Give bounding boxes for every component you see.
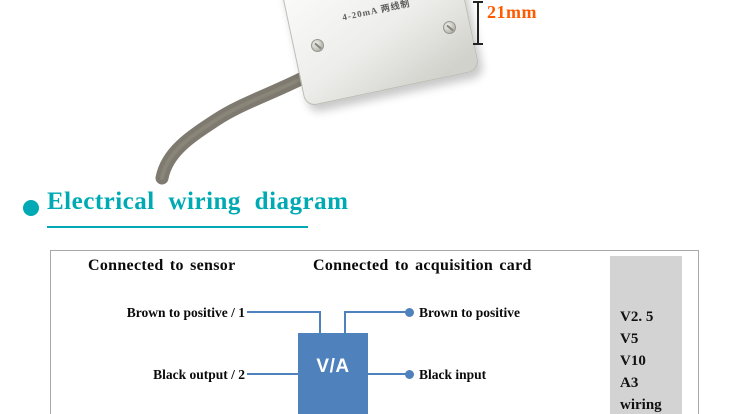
terminal-dot-brown — [405, 308, 414, 317]
screw-icon — [443, 21, 456, 34]
dimension-line — [477, 1, 479, 45]
panel-line: A3 — [620, 375, 639, 391]
wire-stub-right — [344, 311, 346, 335]
wire-brown-acquisition — [346, 311, 408, 313]
dimension-label: 21mm — [487, 2, 537, 22]
section-underline — [47, 226, 308, 228]
brown-sensor-label: Brown to positive / 1 — [126, 305, 245, 320]
wire-stub-left — [319, 311, 321, 335]
wire-black-acquisition — [367, 373, 408, 375]
acquisition-column-heading: Connected to acquisition card — [313, 257, 532, 274]
sensor-column-heading: Connected to sensor — [88, 257, 236, 274]
wiring-diagram-frame — [50, 250, 699, 414]
screw-icon — [311, 39, 324, 52]
va-converter-block: V/A — [298, 333, 368, 414]
dimension-tick-top — [473, 1, 483, 3]
wire-brown-sensor — [247, 311, 321, 313]
section-title: Electrical wiring diagram — [47, 188, 349, 215]
panel-line: V5 — [620, 331, 639, 347]
wire-black-sensor — [247, 373, 299, 375]
sensor-box-label: 4-20mA 两线制 — [341, 0, 412, 23]
brown-acquisition-label: Brown to positive — [419, 305, 521, 320]
panel-line: wiring — [620, 397, 662, 413]
terminal-dot-black — [405, 370, 414, 379]
panel-line: V10 — [620, 353, 646, 369]
black-acquisition-label: Black input — [419, 367, 487, 382]
panel-line: V2. 5 — [620, 309, 654, 325]
section-bullet-icon — [23, 200, 39, 216]
acquisition-card-panel: V2. 5 V5 V10 A3 wiring — [610, 256, 682, 414]
black-sensor-label: Black output / 2 — [153, 367, 245, 382]
sensor-product-photo: 4-20mA 两线制 — [278, 0, 480, 108]
dimension-tick-bottom — [473, 43, 483, 45]
